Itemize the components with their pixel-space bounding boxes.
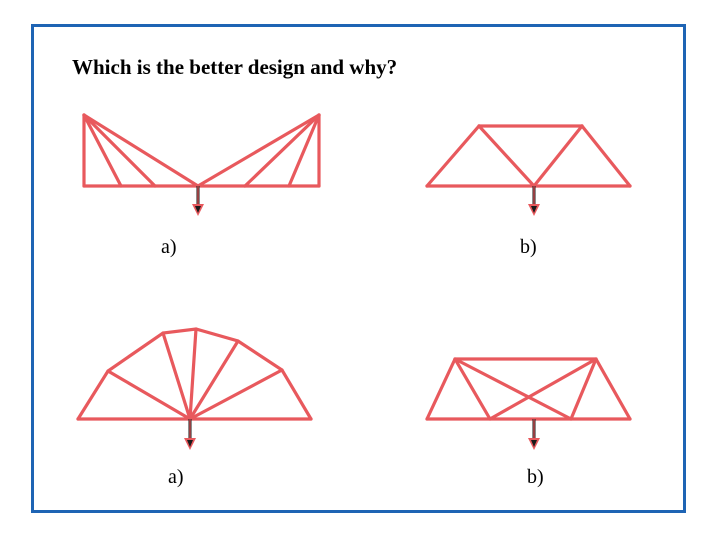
question-text: Which is the better design and why? [72,55,398,79]
load-arrow-bottom-right [528,419,540,450]
truss-top-right [425,124,632,188]
load-arrow-top-right [528,186,540,216]
load-arrow-bottom-left [184,419,196,450]
label-bottom-right: b) [527,466,544,488]
label-bottom-left: a) [168,466,184,488]
load-arrow-top-left [192,186,204,216]
label-top-left: a) [161,236,177,258]
label-top-right: b) [520,236,537,258]
truss-bottom-right [425,357,632,421]
truss-top-left [82,113,321,188]
truss-bottom-left [76,327,313,421]
slide-frame [31,24,686,513]
